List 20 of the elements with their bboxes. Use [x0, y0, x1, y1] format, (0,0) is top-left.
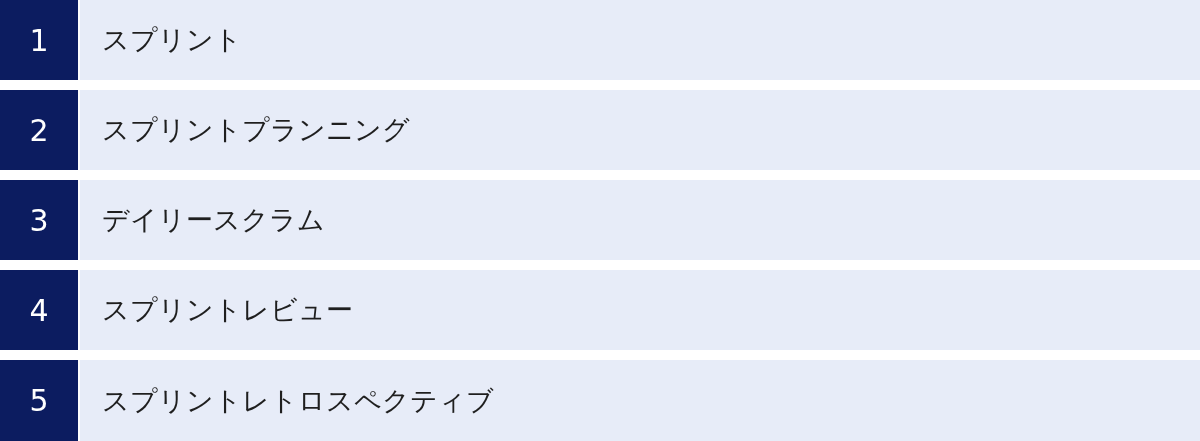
step-label: スプリントプランニング [102, 113, 410, 147]
step-bar [80, 270, 1200, 350]
step-bar [80, 360, 1200, 441]
step-label: スプリント [102, 23, 242, 57]
step-bar [80, 90, 1200, 170]
number-badge [0, 360, 78, 441]
step-number: 4 [29, 292, 49, 328]
step-label: デイリースクラム [102, 203, 325, 237]
number-badge [0, 180, 78, 260]
number-badge [0, 270, 78, 350]
step-label: スプリントレトロスペクティブ [102, 383, 494, 418]
step-number: 3 [29, 202, 49, 238]
step-label: スプリントレビュー [102, 293, 353, 327]
step-number: 2 [29, 112, 49, 148]
number-badge [0, 90, 78, 170]
step-bar [80, 180, 1200, 260]
step-bar [80, 0, 1200, 80]
number-badge [0, 0, 78, 80]
step-number: 1 [29, 22, 49, 58]
step-number: 5 [29, 383, 49, 418]
